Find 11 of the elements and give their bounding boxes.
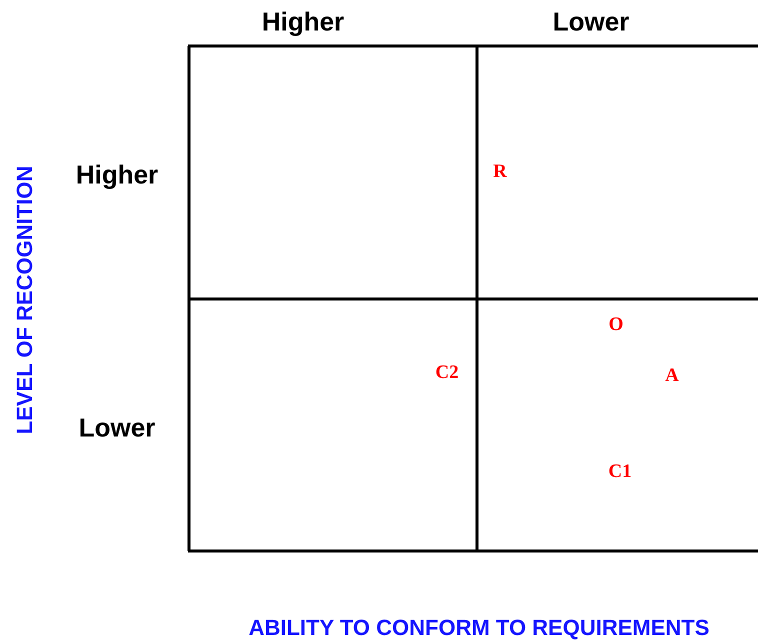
point-label: R — [493, 161, 507, 183]
column-header: Lower — [552, 6, 630, 38]
row-header: Lower — [78, 412, 156, 444]
axis-title: LEVEL OF RECOGNITION — [12, 166, 38, 434]
point-label: A — [665, 365, 679, 387]
column-header: Higher — [262, 6, 344, 38]
point-label: C2 — [435, 362, 459, 384]
axis-title: ABILITY TO CONFORM TO REQUIREMENTS — [248, 615, 710, 641]
point-label: C1 — [608, 461, 632, 483]
point-label: O — [608, 314, 624, 336]
row-header: Higher — [76, 160, 158, 190]
